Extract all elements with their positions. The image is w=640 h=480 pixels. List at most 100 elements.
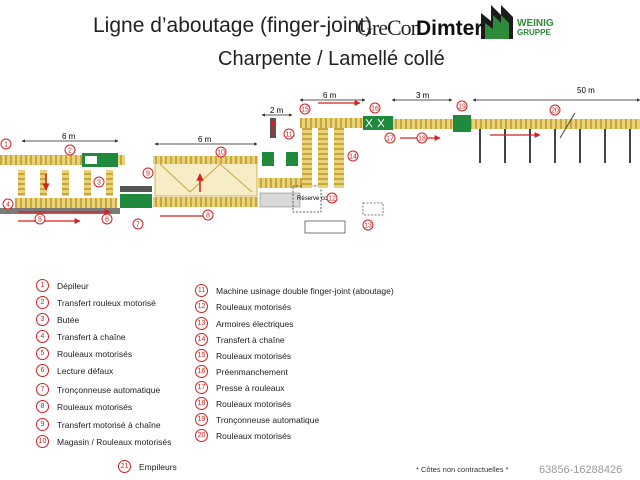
listing-id: 63856-16288426 [539, 464, 623, 476]
callout-20: 20 [549, 104, 561, 116]
weinig-line1: WEINIG [517, 18, 554, 29]
dimter-logo: Dimter [416, 17, 483, 40]
dimensions-note: * Côtes non contractuelles * [416, 465, 509, 474]
dim-label-2: 6 m [198, 135, 212, 144]
stacker-marker [559, 112, 576, 139]
roller-press-17 [393, 119, 453, 129]
callout-10: 10 [215, 146, 227, 158]
stop-unit-window [85, 156, 97, 164]
svg-text:18: 18 [418, 136, 426, 143]
dimension-lines [21, 98, 640, 146]
callout-9: 9 [142, 167, 154, 179]
svg-text:4: 4 [6, 202, 10, 209]
grecon-logo: GreCon [357, 15, 422, 40]
svg-text:16: 16 [371, 106, 379, 113]
finger-joint-head-left [262, 152, 274, 166]
dim-label-4: 6 m [323, 91, 337, 100]
crosscut-saw-19 [453, 115, 471, 132]
crosscut-saw-7 [120, 186, 152, 192]
weinig-line2: GRUPPE [517, 28, 551, 37]
callout-5: 5 [34, 213, 46, 225]
roller-conveyor-12 [258, 178, 302, 188]
svg-text:13: 13 [364, 223, 372, 230]
callout-1: 1 [0, 138, 12, 150]
glue-reserve-label: Réserve colle [297, 196, 334, 202]
svg-text:7: 7 [136, 222, 140, 229]
dim-label-3: 2 m [270, 106, 284, 115]
callout-13: 13 [362, 219, 374, 231]
svg-text:12: 12 [328, 196, 336, 203]
roller-conveyor-15 [300, 118, 362, 128]
callout-11: 11 [283, 128, 295, 140]
svg-text:17: 17 [386, 136, 394, 143]
defect-scanner-6 [120, 194, 152, 208]
weinig-wordmark: WEINIG GRUPPE [517, 18, 554, 38]
pre-jointing-marks [365, 118, 385, 128]
magazine-frame [159, 163, 253, 193]
svg-text:1: 1 [4, 142, 8, 149]
svg-text:15: 15 [301, 107, 309, 114]
callout-16: 16 [369, 102, 381, 114]
callout-7: 7 [132, 218, 144, 230]
svg-text:11: 11 [285, 132, 292, 139]
callout-12: 12 [326, 192, 338, 204]
stacker-legs-21 [479, 129, 631, 163]
pre-jointing-16 [363, 116, 393, 130]
roller-conveyor-2 [0, 155, 125, 165]
svg-text:8: 8 [206, 213, 210, 220]
callout-14: 14 [347, 150, 359, 162]
callout-15: 15 [299, 103, 311, 115]
weinig-logo-icon [481, 5, 513, 39]
svg-text:10: 10 [217, 150, 225, 157]
finger-joint-head-right [286, 152, 298, 166]
svg-text:5: 5 [38, 217, 42, 224]
roller-conveyor-8 [153, 197, 258, 207]
page-title: Ligne d’aboutage (finger-joint) [93, 14, 373, 37]
dim-label-1: 6 m [62, 132, 76, 141]
electrical-cabinet-13 [304, 220, 346, 234]
callout-3: 3 [93, 176, 105, 188]
svg-text:2: 2 [68, 148, 72, 155]
production-line-diagram: 6 m 6 m 2 m 6 m 3 m 50 m Réserve colle [0, 86, 640, 234]
callout-17: 17 [384, 132, 396, 144]
finger-joint-machine-base [259, 192, 301, 208]
svg-text:9: 9 [146, 171, 150, 178]
dim-label-5: 3 m [416, 91, 430, 100]
chain-transfer-9 [153, 156, 258, 164]
svg-text:14: 14 [349, 154, 357, 161]
electrical-cabinet-secondary [362, 202, 384, 216]
callout-8: 8 [202, 209, 214, 221]
svg-text:19: 19 [458, 104, 466, 111]
callout-6: 6 [101, 213, 113, 225]
callout-2: 2 [64, 144, 76, 156]
svg-text:3: 3 [97, 180, 101, 187]
roller-conveyor-20 [471, 119, 640, 129]
chain-transfer-14 [302, 128, 344, 188]
callout-18: 18 [416, 132, 428, 144]
chain-transfer-row [15, 198, 117, 208]
conveyor-base [0, 208, 120, 214]
svg-text:20: 20 [551, 108, 559, 115]
chain-transfer-4 [18, 170, 113, 196]
callout-4: 4 [2, 198, 14, 210]
